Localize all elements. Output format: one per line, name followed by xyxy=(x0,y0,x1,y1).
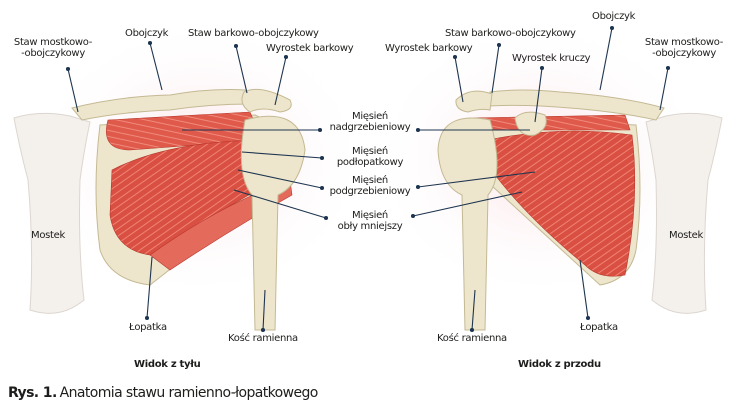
label-line: podłopatkowy xyxy=(336,157,404,168)
label-line: Mięsień xyxy=(352,146,388,157)
view-label-posterior: Widok z tyłu xyxy=(134,359,201,370)
label-sternum-right: Mostek xyxy=(669,230,704,241)
humerus-right xyxy=(437,117,498,331)
acromion-left xyxy=(241,88,292,113)
label-humerus-left: Kość ramienna xyxy=(228,333,298,344)
sternum-right xyxy=(645,112,723,314)
label-scapula-left: Łopatka xyxy=(129,322,167,333)
label-line: Staw mostkowo- xyxy=(644,37,724,48)
label-acromioclavicular-left: Staw barkowo-obojczykowy xyxy=(188,28,319,39)
label-clavicle-right: Obojczyk xyxy=(592,11,636,22)
label-sternoclavicular-right: Staw mostkowo--obojczykowy xyxy=(638,37,730,59)
caption-text: Anatomia stawu ramienno-łopatkowego xyxy=(59,385,319,401)
label-line: Staw mostkowo- xyxy=(13,37,93,48)
label-coracoid-right: Wyrostek kruczy xyxy=(512,53,591,64)
label-line: podgrzebieniowy xyxy=(329,186,411,197)
label-scapula-right: Łopatka xyxy=(580,322,618,333)
label-sternoclavicular-left: Staw mostkowo--obojczykowy xyxy=(8,37,98,59)
label-sternum-left: Mostek xyxy=(31,230,66,241)
leader-lines xyxy=(65,25,671,333)
label-line: Mięsień xyxy=(352,111,388,122)
label-clavicle-left: Obojczyk xyxy=(125,28,169,39)
label-line: obły mniejszy xyxy=(337,221,403,232)
subscapularis-right xyxy=(487,130,636,277)
label-acromion-right: Wyrostek barkowy xyxy=(385,43,473,54)
label-line: Mięsień xyxy=(352,210,388,221)
label-line: nadgrzebieniowy xyxy=(329,122,411,133)
label-line: Mięsień xyxy=(352,175,388,186)
sternum-left xyxy=(13,112,91,314)
humerus-left xyxy=(240,115,306,331)
supraspinatus-right xyxy=(468,114,631,131)
label-acromioclavicular-right: Staw barkowo-obojczykowy xyxy=(445,28,576,39)
anterior-view xyxy=(437,89,723,331)
view-label-anterior: Widok z przodu xyxy=(518,359,601,370)
figure-caption: Rys. 1.Anatomia stawu ramienno-łopatkowe… xyxy=(8,385,318,401)
label-line: -obojczykowy xyxy=(652,48,716,59)
label-line: -obojczykowy xyxy=(21,48,85,59)
label-humerus-right: Kość ramienna xyxy=(437,333,507,344)
label-acromion-left: Wyrostek barkowy xyxy=(266,43,354,54)
acromion-right xyxy=(455,90,493,113)
caption-prefix: Rys. 1. xyxy=(8,385,57,401)
posterior-view xyxy=(13,88,306,331)
